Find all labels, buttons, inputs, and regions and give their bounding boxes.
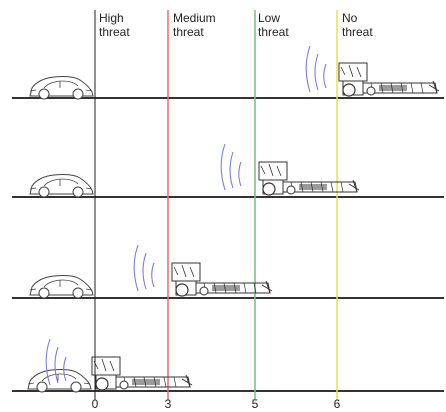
tick-label-5: 5	[252, 397, 259, 411]
no-threat-label-line1: No	[342, 11, 358, 25]
car-illustration	[27, 368, 92, 393]
signal-waves	[305, 45, 327, 93]
tick-label-6: 6	[334, 397, 341, 411]
tick-label-3: 3	[165, 397, 172, 411]
low-threat-label-line2: threat	[258, 25, 289, 39]
medium-threat-label-line1: Medium	[173, 11, 216, 25]
signal-waves	[220, 143, 242, 191]
signal-waves	[133, 244, 155, 292]
high-threat-label-line1: High	[99, 11, 124, 25]
row-3	[29, 244, 273, 299]
high-threat-label-line2: threat	[99, 25, 130, 39]
row-2	[29, 143, 360, 198]
medium-threat-label-line2: threat	[173, 25, 204, 39]
row-1	[29, 45, 440, 100]
car-illustration	[29, 173, 94, 198]
tractor-illustration	[258, 161, 360, 196]
tractor-illustration	[91, 356, 193, 391]
car-illustration	[29, 274, 94, 299]
low-threat-label-line1: Low	[258, 11, 280, 25]
no-threat-label-line2: threat	[342, 25, 373, 39]
car-illustration	[29, 75, 94, 100]
tractor-illustration	[338, 62, 440, 97]
tick-label-0: 0	[92, 397, 99, 411]
tractor-illustration	[171, 262, 273, 297]
signal-waves	[45, 338, 67, 386]
